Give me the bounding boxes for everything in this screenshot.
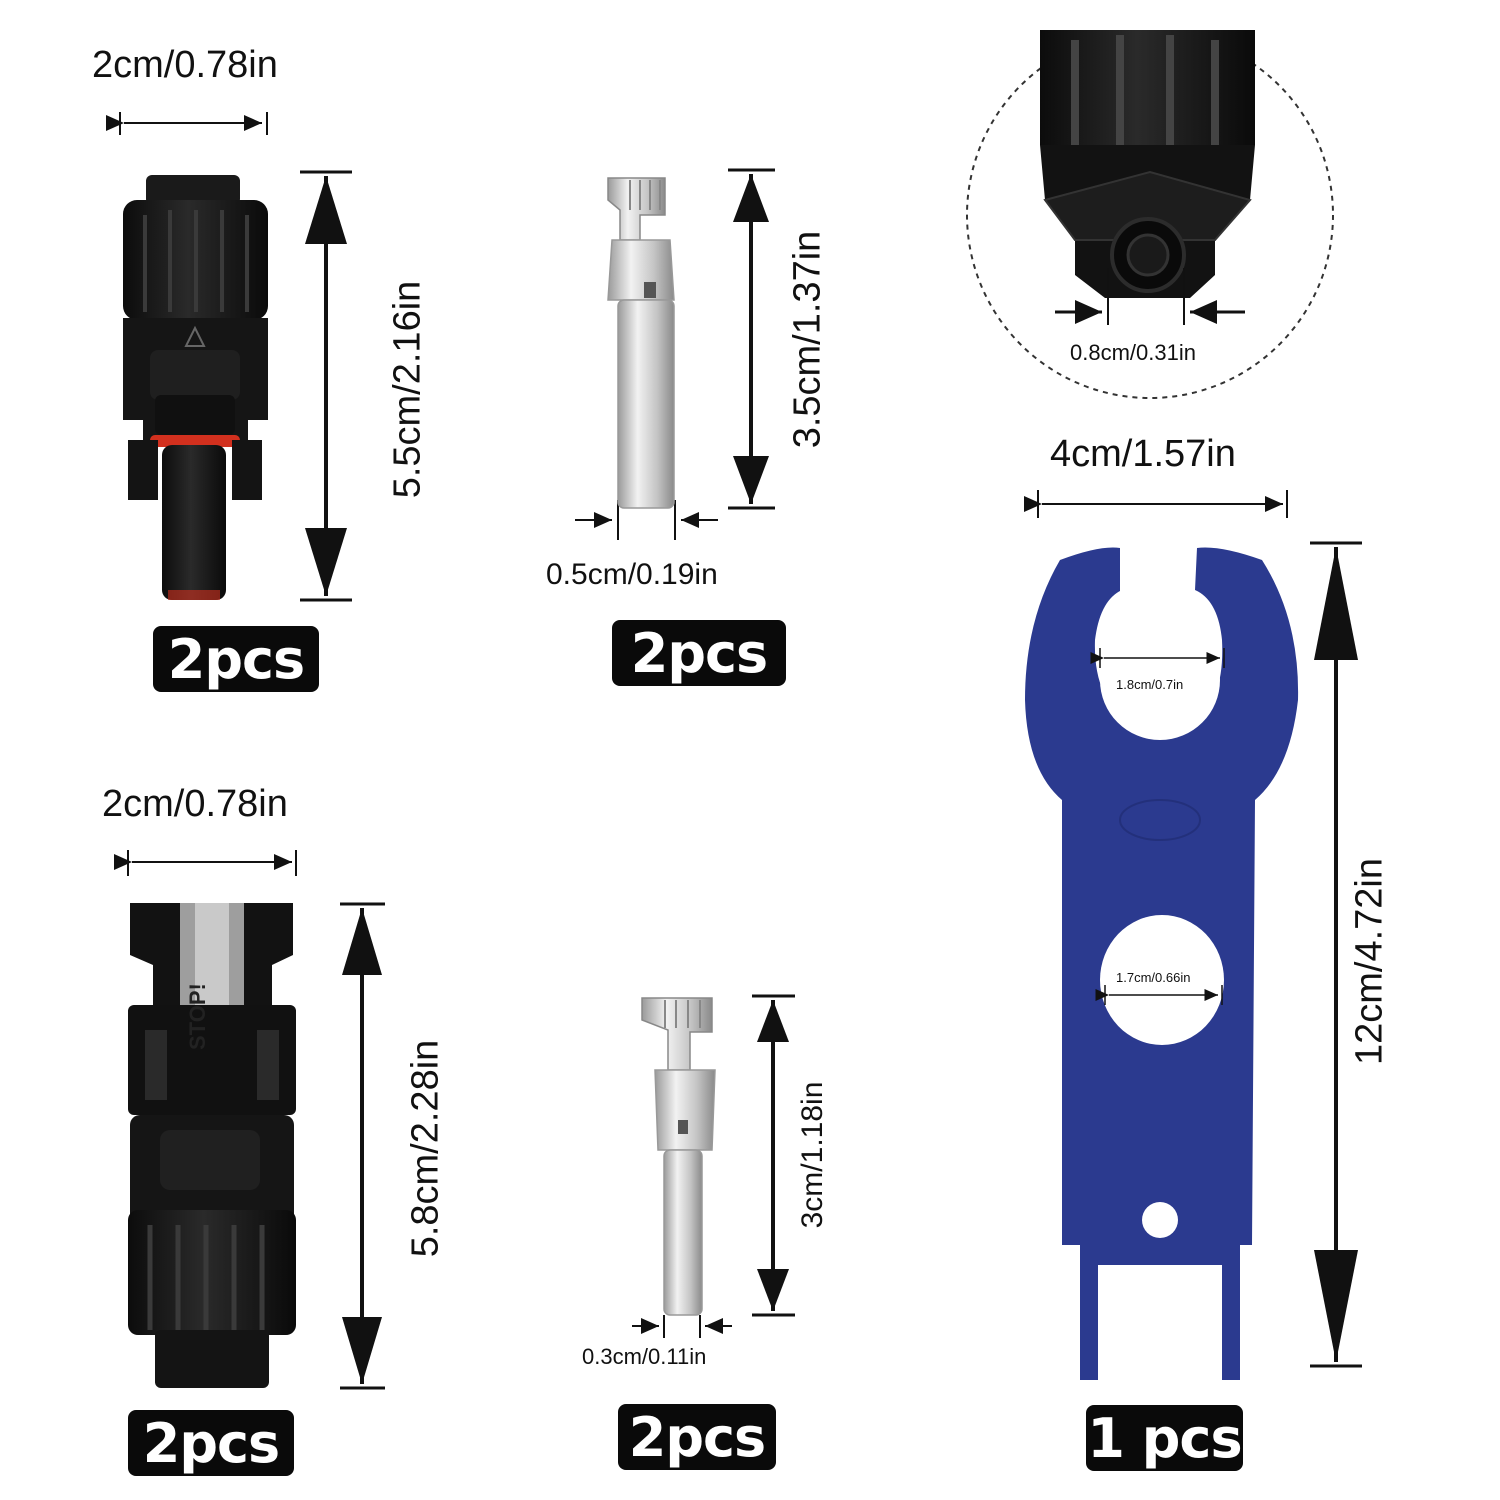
wrench-height-label: 12cm/4.72in [1348,858,1391,1066]
wrench-height-arrowhead-top [1314,547,1358,660]
wrench-height-dimension [1310,541,1362,1368]
socket-width-dimension [1055,268,1245,325]
socket-detail-icon [1040,30,1255,298]
male-height-arrowhead-top [305,176,347,244]
male-connector-icon [123,175,268,600]
female-pin-arrowhead-top [757,1000,789,1042]
female-pin-height-label: 3cm/1.18in [796,1081,829,1229]
male-connector-qty-badge: 2pcs [153,626,319,692]
male-connector-dimension-lines [106,112,352,602]
male-height-arrowhead-bottom [305,528,347,596]
female-connector-icon [128,903,296,1388]
female-height-arrowhead-top [342,908,382,975]
wrench-icon [1025,547,1299,1380]
wrench-width-label: 4cm/1.57in [1050,433,1236,475]
female-connector-dimension-lines [114,850,385,1390]
female-pin-qty-badge: 2pcs [618,1404,776,1470]
male-pin-width-label: 0.5cm/0.19in [546,558,718,591]
male-pin-arrowhead-top [733,174,769,222]
female-pin-icon [641,997,716,1316]
male-connector-height-label: 5.5cm/2.16in [386,280,429,499]
male-pin-dimension-lines [575,168,775,540]
male-pin-arrowhead-bottom [733,456,769,504]
wrench-width-dimension [1024,490,1288,518]
male-connector-width-label: 2cm/0.78in [92,44,278,86]
female-pin-width-label: 0.3cm/0.11in [582,1344,707,1369]
female-connector-width-label: 2cm/0.78in [102,783,288,825]
male-pin-height-label: 3.5cm/1.37in [786,230,829,449]
male-pin-qty-badge: 2pcs [612,620,786,686]
female-connector-qty-badge: 2pcs [128,1410,294,1476]
female-connector-stop-label: STOP! [185,983,210,1050]
wrench-qty-badge: 1 pcs [1086,1405,1243,1471]
wrench-middle-opening-label: 1.7cm/0.66in [1116,970,1191,985]
female-pin-arrowhead-bottom [757,1269,789,1311]
male-pin-icon [607,177,675,509]
wrench-height-arrowhead-bottom [1314,1250,1358,1362]
female-connector-height-label: 5.8cm/2.28in [404,1039,447,1258]
female-height-arrowhead-bottom [342,1317,382,1384]
wrench-opening-dimensions [1090,648,1225,1005]
wrench-top-opening-label: 1.8cm/0.7in [1116,677,1184,692]
female-pin-dimension-lines [632,994,795,1338]
socket-width-label: 0.8cm/0.31in [1070,340,1196,365]
